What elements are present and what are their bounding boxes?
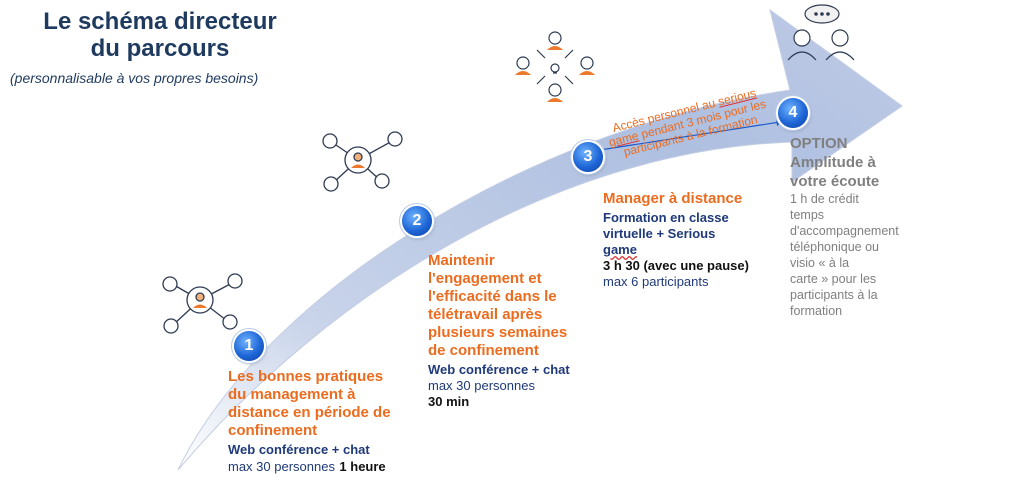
title-line: Le schéma directeur (43, 8, 277, 35)
step-badge-2: 2 (402, 206, 432, 236)
detail-line: 1 h de crédit (790, 192, 859, 206)
step-4-details: 1 h de crédit temps d'accompagnement tél… (790, 191, 920, 319)
step-4-text: OPTION Amplitude à votre écoute 1 h de c… (790, 134, 920, 319)
heading-line: Les bonnes pratiques (228, 368, 384, 385)
step-4-heading: OPTION Amplitude à votre écoute (790, 134, 920, 191)
step-2-heading: Maintenir l'engagement et l'efficacité d… (428, 252, 603, 360)
format-line: virtuelle + Serious (603, 226, 716, 241)
detail-line: temps (790, 208, 825, 222)
step-2-capacity: max 30 personnes (428, 378, 535, 393)
step-badge-1: 1 (234, 331, 264, 361)
people-network-icon (162, 273, 243, 334)
conversation-icon (787, 4, 855, 61)
heading-line: télétravail après (428, 306, 543, 323)
detail-line: d'accompagnement (790, 224, 899, 238)
heading-line: OPTION (790, 135, 848, 152)
format-line: Formation en classe (603, 210, 729, 225)
team-ideas-icon (515, 31, 595, 102)
step-3-capacity: max 6 participants (603, 274, 709, 289)
heading-line: Amplitude à (790, 154, 876, 171)
heading-line: confinement (228, 422, 318, 439)
heading-line: votre écoute (790, 173, 880, 190)
step-2-text: Maintenir l'engagement et l'efficacité d… (428, 252, 603, 410)
step-1-format: Web conférence + chat (228, 442, 370, 457)
page-title: Le schéma directeur du parcours (10, 8, 310, 62)
step-3-text: Manager à distance Formation en classe v… (603, 190, 783, 290)
detail-line: formation (790, 304, 843, 318)
step-badge-4: 4 (778, 98, 808, 128)
heading-line: de confinement (428, 342, 539, 359)
step-3-heading: Manager à distance (603, 190, 743, 207)
progress-arrow (177, 8, 903, 471)
heading-line: Maintenir (428, 252, 495, 269)
step-2-duration: 30 min (428, 394, 470, 409)
step-1-duration: 1 heure (339, 459, 386, 474)
detail-line: carte » pour les (790, 272, 877, 286)
format-line: game (603, 242, 637, 257)
step-1-capacity: max 30 personnes (228, 459, 335, 474)
heading-line: l'engagement et (428, 270, 542, 287)
detail-line: participants à la (790, 288, 878, 302)
page-subtitle: (personnalisable à vos propres besoins) (10, 70, 259, 86)
heading-line: l'efficacité dans le (428, 288, 557, 305)
detail-line: téléphonique ou (790, 240, 879, 254)
step-1-heading: Les bonnes pratiques du management à dis… (228, 368, 428, 440)
annotation-arrow (599, 121, 781, 151)
step-1-text: Les bonnes pratiques du management à dis… (228, 368, 428, 476)
step-badge-3: 3 (573, 142, 603, 172)
step-2-format: Web conférence + chat (428, 362, 570, 377)
detail-line: visio « à la (790, 256, 850, 270)
people-network-icon (322, 131, 403, 192)
step-3-duration: 3 h 30 (avec une pause) (603, 258, 749, 273)
heading-line: du management à (228, 386, 356, 403)
heading-line: plusieurs semaines (428, 324, 568, 341)
step-3-format: Formation en classe virtuelle + Serious … (603, 210, 783, 258)
heading-line: distance en période de (228, 404, 391, 421)
title-line: du parcours (90, 35, 230, 62)
